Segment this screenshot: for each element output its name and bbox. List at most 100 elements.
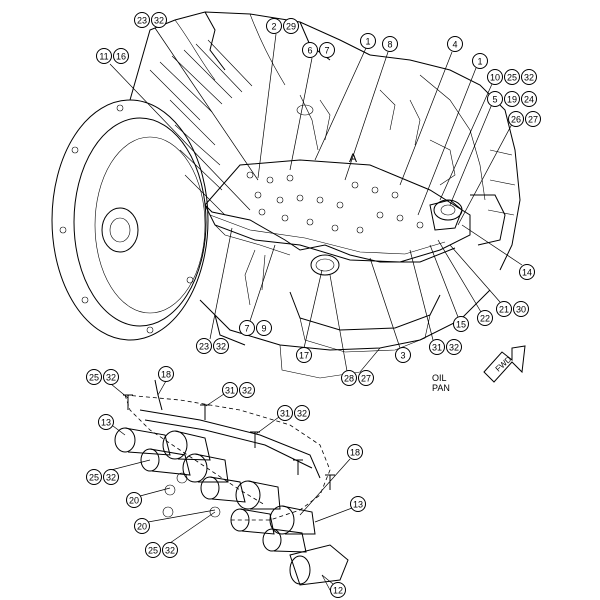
callout-number: 7 bbox=[324, 46, 329, 56]
callout-number: 31 bbox=[280, 409, 290, 419]
callout-circle bbox=[103, 369, 119, 385]
leader-line-c25 bbox=[429, 244, 459, 318]
leader-line-c31 bbox=[303, 269, 323, 349]
callout-number: 24 bbox=[524, 95, 534, 105]
leader-line-c12 bbox=[417, 67, 477, 216]
callout-number: 5 bbox=[492, 95, 497, 105]
callout-circle bbox=[504, 69, 520, 85]
callout-number: 32 bbox=[165, 546, 175, 556]
callout-number: 23 bbox=[137, 16, 147, 26]
callout-number: 32 bbox=[106, 473, 116, 483]
callout-number: 14 bbox=[522, 268, 532, 278]
leader-line-c46 bbox=[139, 487, 171, 497]
callout-circle bbox=[86, 469, 102, 485]
callout-number: 25 bbox=[148, 546, 158, 556]
callout-number: 21 bbox=[499, 305, 509, 315]
leader-line-c21 bbox=[461, 224, 523, 266]
leader-line-c29 bbox=[329, 274, 348, 372]
callout-circle bbox=[96, 48, 112, 64]
callout-number: 10 bbox=[490, 73, 500, 83]
callout-circle bbox=[395, 347, 411, 363]
callout-circle bbox=[213, 338, 229, 354]
callout-number: 31 bbox=[432, 343, 442, 353]
callout-c15: 32 bbox=[521, 69, 537, 85]
callout-c18: 24 bbox=[521, 91, 537, 107]
callout-circle bbox=[98, 414, 114, 430]
callout-c29: 28 bbox=[341, 370, 357, 386]
callout-c7: 6 bbox=[302, 42, 318, 58]
callout-number: 9 bbox=[261, 324, 266, 334]
callout-circle bbox=[496, 301, 512, 317]
callout-number: 1 bbox=[477, 57, 482, 67]
callout-c35: 32 bbox=[213, 338, 229, 354]
callout-number: 2 bbox=[271, 22, 276, 32]
callout-c49: 13 bbox=[350, 496, 366, 512]
callout-number: 4 bbox=[452, 40, 457, 50]
leader-line-c1 bbox=[154, 27, 259, 181]
callout-c11: 4 bbox=[447, 36, 463, 52]
leader-line-c16 bbox=[449, 103, 493, 206]
forward-arrow: FWD bbox=[483, 345, 526, 383]
callout-number: 27 bbox=[528, 115, 538, 125]
callout-circle bbox=[341, 370, 357, 386]
callout-c9: 1 bbox=[360, 33, 376, 49]
callout-circle bbox=[513, 301, 529, 317]
callout-number: 18 bbox=[350, 448, 360, 458]
callout-number: 6 bbox=[307, 46, 312, 56]
callout-c38: 18 bbox=[158, 366, 174, 382]
callout-number: 1 bbox=[365, 37, 370, 47]
callout-circle bbox=[360, 33, 376, 49]
callout-number: 32 bbox=[297, 409, 307, 419]
leader-line-c7 bbox=[289, 57, 313, 171]
callout-c43: 13 bbox=[98, 414, 114, 430]
callout-circle bbox=[222, 382, 238, 398]
leader-line-c24 bbox=[437, 239, 482, 313]
callout-c40: 32 bbox=[239, 382, 255, 398]
leader-line-c28 bbox=[369, 257, 401, 349]
valve-body bbox=[204, 159, 471, 276]
callout-circle bbox=[113, 48, 129, 64]
callout-circle bbox=[283, 18, 299, 34]
callout-number: 20 bbox=[137, 522, 147, 532]
callout-c50: 25 bbox=[145, 542, 161, 558]
callout-circle bbox=[103, 469, 119, 485]
callout-number: 20 bbox=[129, 496, 139, 506]
callout-number: 32 bbox=[154, 16, 164, 26]
callout-number: 28 bbox=[344, 374, 354, 384]
callout-c46: 20 bbox=[126, 492, 142, 508]
leader-line-c36 bbox=[110, 383, 129, 399]
callout-number: 13 bbox=[353, 500, 363, 510]
callout-circle bbox=[350, 496, 366, 512]
callout-c13: 10 bbox=[487, 69, 503, 85]
callout-circle bbox=[521, 69, 537, 85]
callout-c44: 25 bbox=[86, 469, 102, 485]
callout-c21: 14 bbox=[519, 264, 535, 280]
callout-circle bbox=[477, 310, 493, 326]
callout-c4: 29 bbox=[283, 18, 299, 34]
callout-number: 16 bbox=[116, 52, 126, 62]
solenoid-2 bbox=[140, 448, 229, 483]
leader-line-c44 bbox=[110, 459, 151, 471]
callout-circle bbox=[162, 542, 178, 558]
callout-c14: 25 bbox=[504, 69, 520, 85]
callout-circle bbox=[487, 91, 503, 107]
callout-circle bbox=[134, 12, 150, 28]
solenoid-4 bbox=[230, 505, 316, 535]
leader-line-c19 bbox=[457, 123, 513, 226]
leader-line-c5 bbox=[109, 63, 251, 211]
callout-c34: 23 bbox=[196, 338, 212, 354]
callout-c3: 2 bbox=[266, 18, 282, 34]
callout-circle bbox=[158, 366, 174, 382]
callout-circle bbox=[525, 111, 541, 127]
callout-number: 26 bbox=[511, 115, 521, 125]
callout-c42: 32 bbox=[294, 405, 310, 421]
callout-c47: 20 bbox=[134, 518, 150, 534]
callout-number: 27 bbox=[361, 374, 371, 384]
callout-number: 13 bbox=[101, 418, 111, 428]
callout-c26: 31 bbox=[429, 339, 445, 355]
callout-number: 3 bbox=[400, 351, 405, 361]
callout-circle bbox=[508, 111, 524, 127]
leader-line-c52 bbox=[321, 574, 334, 585]
callout-c16: 5 bbox=[487, 91, 503, 107]
